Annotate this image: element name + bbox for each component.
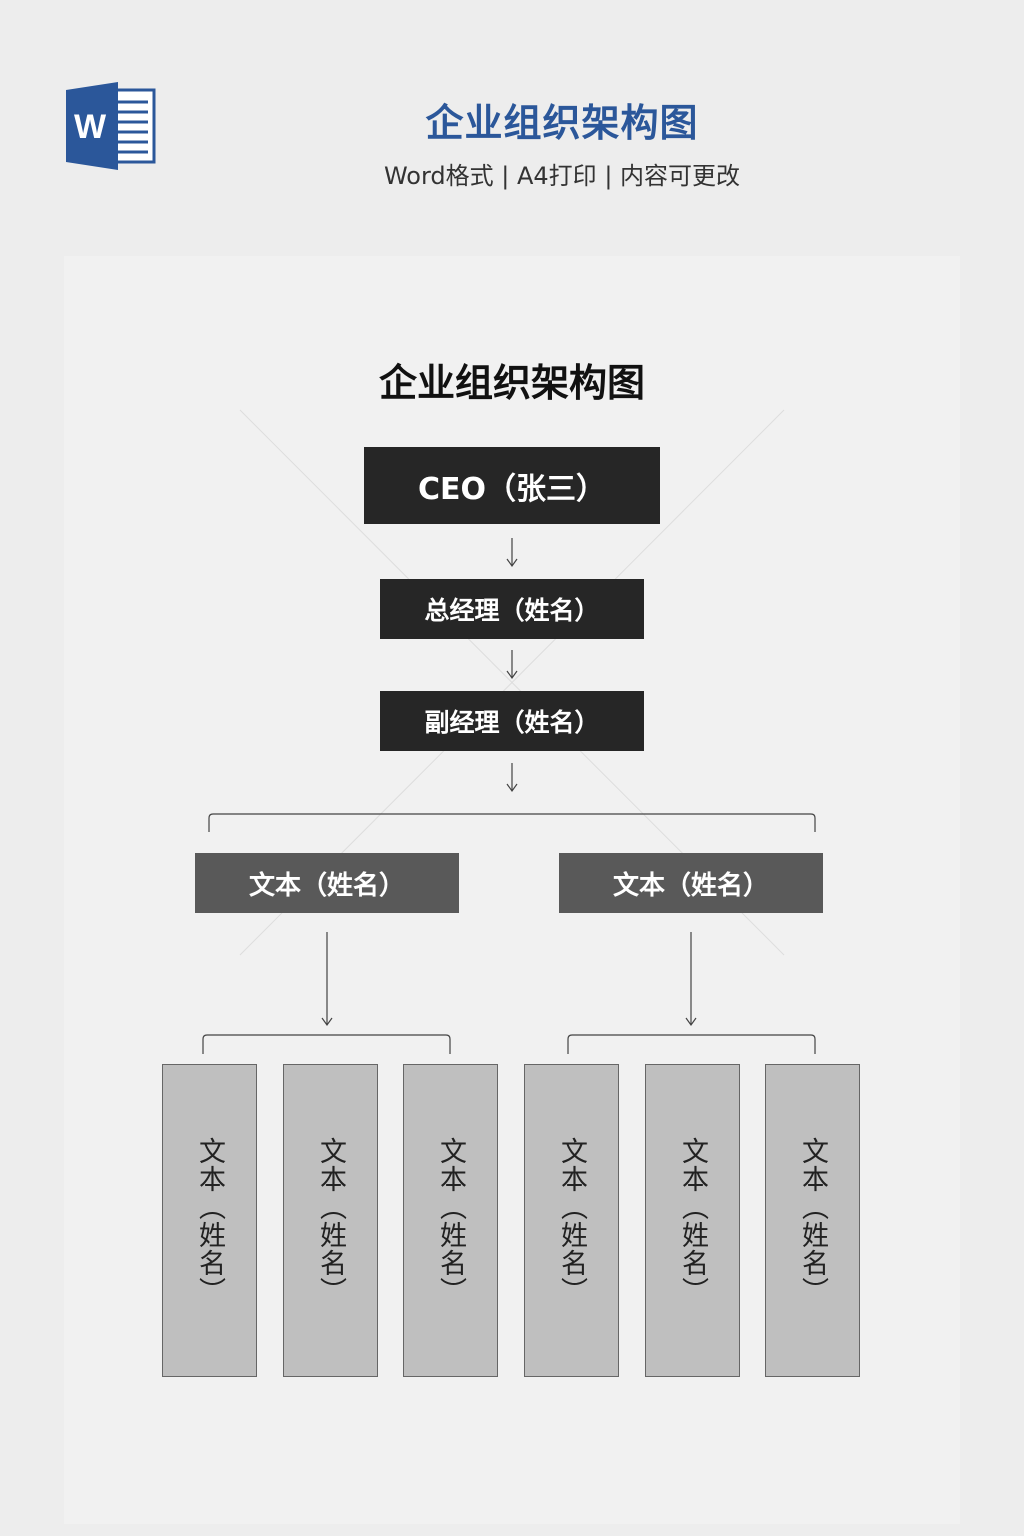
header-title: 企业组织架构图 <box>425 101 699 145</box>
word-icon: W <box>66 82 156 170</box>
leaf-box: 文本（姓名） <box>283 1064 378 1377</box>
deputy-manager-box: 副经理（姓名） <box>380 691 644 751</box>
svg-text:W: W <box>74 108 107 146</box>
header-subtitle: Word格式 | A4打印 | 内容可更改 <box>383 162 741 190</box>
leaf-box: 文本（姓名） <box>645 1064 740 1377</box>
department-box: 文本（姓名） <box>559 853 823 913</box>
leaf-box: 文本（姓名） <box>403 1064 498 1377</box>
ceo-box: CEO（张三） <box>364 447 660 524</box>
leaf-box: 文本（姓名） <box>765 1064 860 1377</box>
leaf-box: 文本（姓名） <box>524 1064 619 1377</box>
department-box: 文本（姓名） <box>195 853 459 913</box>
general-manager-box: 总经理（姓名） <box>380 579 644 639</box>
leaf-box: 文本（姓名） <box>162 1064 257 1377</box>
document-title: 企业组织架构图 <box>378 361 645 405</box>
